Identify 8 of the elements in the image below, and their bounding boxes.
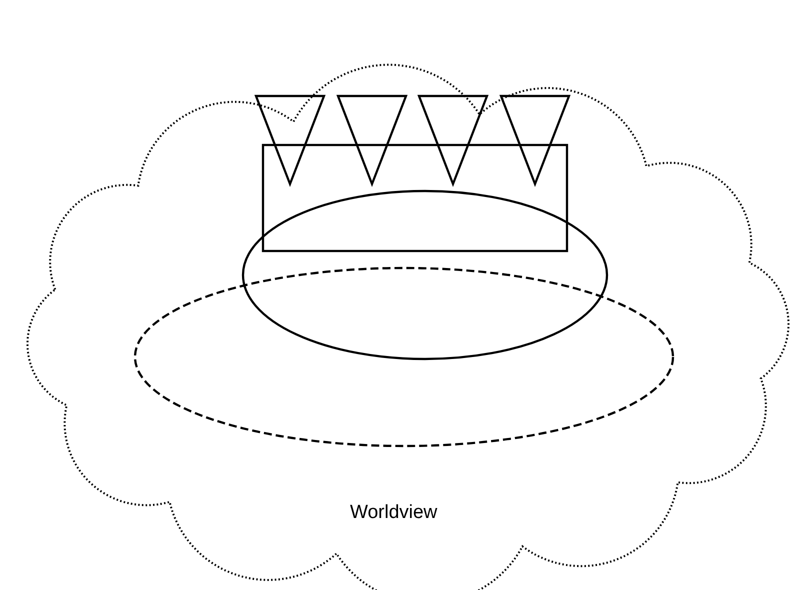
- triangle: [418, 95, 488, 185]
- triangle: [337, 95, 407, 185]
- triangle: [255, 95, 325, 185]
- ellipse: [134, 267, 674, 447]
- rectangle: [262, 144, 568, 252]
- ellipse: [242, 190, 608, 360]
- triangle: [500, 95, 570, 185]
- cloud-label: Worldview: [350, 502, 438, 524]
